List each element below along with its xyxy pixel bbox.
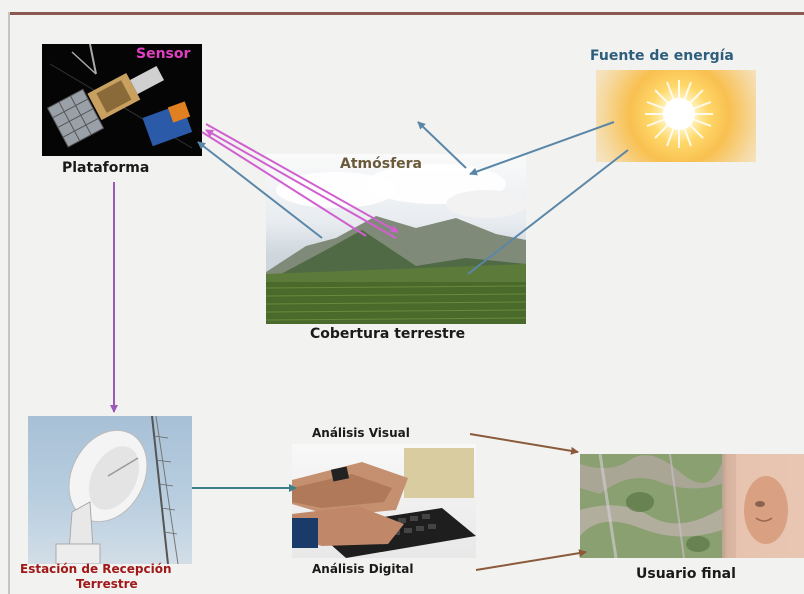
fuente-label: Fuente de energía	[590, 48, 734, 64]
sun-icon	[596, 70, 756, 162]
satellite-icon	[42, 44, 202, 156]
satellite-dish-icon	[28, 416, 192, 564]
landscape-photo	[266, 154, 526, 324]
atmosfera-label: Atmósfera	[340, 156, 423, 172]
arrow-digital-to-user	[475, 549, 587, 571]
analisis-digital-label: Análisis Digital	[312, 562, 414, 576]
cobertura-label: Cobertura terrestre	[310, 326, 466, 342]
sensor-label: Sensor	[136, 46, 191, 62]
analisis-visual-label: Análisis Visual	[312, 426, 410, 440]
frame-top-border	[8, 12, 804, 15]
usuario-label: Usuario final	[636, 566, 736, 582]
aerial-image-user	[580, 454, 804, 558]
plataforma-label: Plataforma	[62, 160, 150, 176]
estacion-label-line2: Terrestre	[76, 577, 138, 591]
arrow-visual-to-user	[469, 433, 579, 455]
frame-left-border	[8, 12, 10, 594]
laptop-typing-icon	[292, 444, 476, 558]
estacion-label-line1: Estación de Recepción	[20, 562, 172, 576]
